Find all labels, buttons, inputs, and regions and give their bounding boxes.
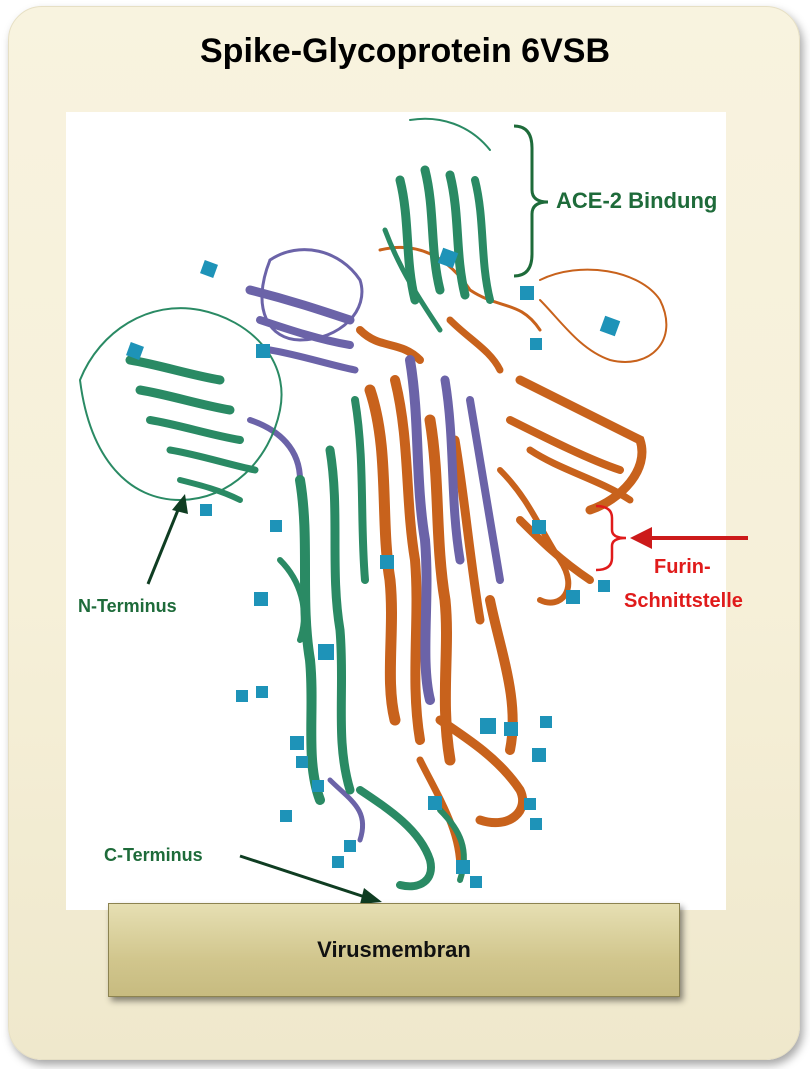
c-terminus-label: C-Terminus — [104, 845, 203, 865]
slide-title: Spike-Glycoprotein 6VSB — [200, 32, 610, 70]
furin-label-line2: Schnittstelle — [624, 590, 743, 612]
green-chain — [79, 117, 494, 891]
purple-chain — [245, 248, 504, 843]
ace2-bracket — [513, 124, 549, 278]
glycan-markers — [126, 247, 621, 888]
n-terminus-label: N-Terminus — [78, 596, 177, 616]
orange-chain — [356, 245, 668, 874]
virus-membrane-label: Virusmembran — [317, 937, 471, 962]
ace2-binding-label: ACE-2 Bindung — [556, 188, 718, 213]
furin-bracket — [595, 504, 627, 572]
furin-arrow — [630, 527, 748, 549]
virus-membrane-box: Virusmembran — [108, 903, 680, 997]
n-terminus-arrow — [146, 494, 188, 585]
furin-label-line1: Furin- — [654, 556, 711, 578]
c-terminus-arrow — [239, 854, 382, 904]
